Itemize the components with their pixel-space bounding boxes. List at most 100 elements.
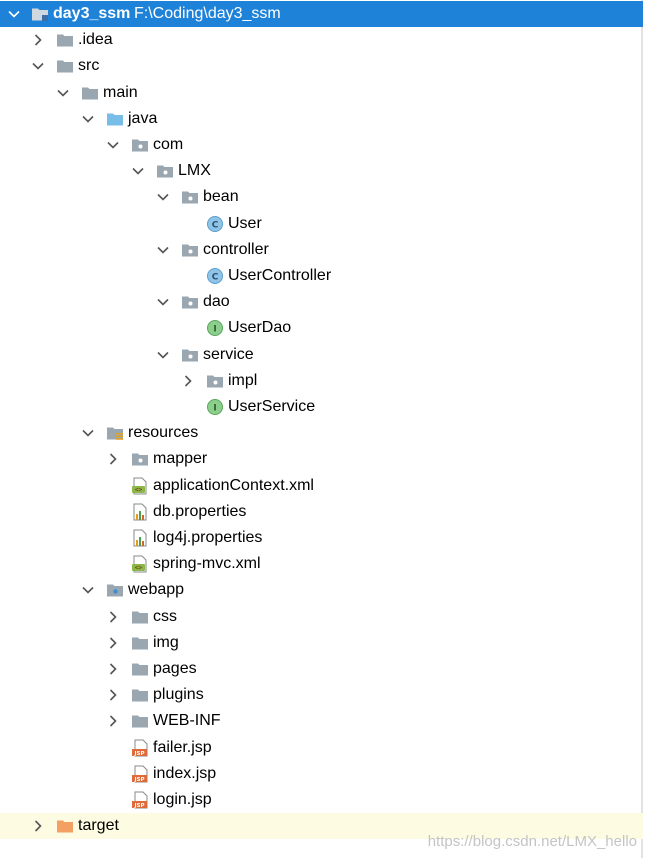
folder-icon xyxy=(131,686,149,704)
tree-node-login-jsp[interactable]: JSP login.jsp xyxy=(0,787,643,813)
source-folder-icon xyxy=(106,110,124,128)
package-icon xyxy=(131,136,149,154)
svg-text:JSP: JSP xyxy=(133,750,144,756)
chevron-right-icon[interactable] xyxy=(105,713,121,729)
tree-node-pages[interactable]: pages xyxy=(0,656,643,682)
tree-node-bean[interactable]: bean xyxy=(0,184,643,210)
tree-node-impl[interactable]: impl xyxy=(0,368,643,394)
chevron-down-icon[interactable] xyxy=(80,111,96,127)
tree-node-label: controller xyxy=(203,240,269,258)
tree-node-userservice[interactable]: I UserService xyxy=(0,394,643,420)
chevron-down-icon[interactable] xyxy=(155,347,171,363)
tree-node-img[interactable]: img xyxy=(0,630,643,656)
chevron-down-icon[interactable] xyxy=(80,582,96,598)
package-icon xyxy=(181,188,199,206)
tree-node-label: resources xyxy=(128,424,199,442)
tree-node-label: java xyxy=(128,109,158,127)
svg-text:I: I xyxy=(213,325,216,335)
tree-node-mapper[interactable]: mapper xyxy=(0,446,643,472)
tree-node-dao[interactable]: dao xyxy=(0,289,643,315)
tree-node-label: bean xyxy=(203,188,239,206)
tree-node-label: css xyxy=(153,607,177,625)
svg-text:I: I xyxy=(213,403,216,413)
chevron-down-icon[interactable] xyxy=(155,294,171,310)
tree-node-webapp[interactable]: webapp xyxy=(0,577,643,603)
tree-node-label: pages xyxy=(153,660,197,677)
tree-node-com[interactable]: com xyxy=(0,132,643,158)
chevron-right-icon[interactable] xyxy=(105,687,121,703)
folder-icon xyxy=(56,31,74,49)
tree-node-spring-mvc-xml[interactable]: <>spring-mvc.xml xyxy=(0,551,643,577)
tree-node-plugins[interactable]: plugins xyxy=(0,682,643,708)
chevron-down-icon[interactable] xyxy=(155,242,171,258)
tree-node-label: UserService xyxy=(228,398,316,415)
package-icon xyxy=(131,450,149,468)
tree-node-label: service xyxy=(203,345,254,363)
chevron-down-icon[interactable] xyxy=(6,6,22,22)
chevron-right-icon[interactable] xyxy=(105,609,121,625)
chevron-right-icon[interactable] xyxy=(30,818,46,834)
module-folder-icon xyxy=(31,5,49,23)
tree-node-label: db.properties xyxy=(153,502,247,520)
chevron-down-icon[interactable] xyxy=(30,58,46,74)
tree-node-label: src xyxy=(78,57,100,75)
tree-node-label: mapper xyxy=(153,450,208,468)
xml-file-icon: <> xyxy=(131,555,149,573)
tree-node-src[interactable]: src xyxy=(0,53,643,79)
svg-text:C: C xyxy=(212,220,219,230)
chevron-right-icon[interactable] xyxy=(105,661,121,677)
tree-node-web-inf[interactable]: WEB-INF xyxy=(0,708,643,734)
tree-node-db-properties[interactable]: db.properties xyxy=(0,499,643,525)
chevron-right-icon[interactable] xyxy=(105,451,121,467)
folder-icon xyxy=(131,712,149,730)
package-icon xyxy=(206,372,224,390)
tree-node-java[interactable]: java xyxy=(0,106,643,132)
folder-icon xyxy=(56,57,74,75)
package-icon xyxy=(156,162,174,180)
tree-node-service[interactable]: service xyxy=(0,342,643,368)
chevron-right-icon[interactable] xyxy=(180,373,196,389)
chevron-down-icon[interactable] xyxy=(105,137,121,153)
tree-node-idea[interactable]: .idea xyxy=(0,27,643,53)
project-path: F:\Coding\day3_ssm xyxy=(134,5,281,22)
resources-folder-icon xyxy=(106,424,124,442)
tree-node-label: LMX xyxy=(178,162,211,180)
tree-node-css[interactable]: css xyxy=(0,604,643,630)
tree-node-label: target xyxy=(78,817,119,835)
chevron-right-icon[interactable] xyxy=(105,635,121,651)
chevron-down-icon[interactable] xyxy=(155,189,171,205)
chevron-right-icon[interactable] xyxy=(30,32,46,48)
tree-node-label: dao xyxy=(203,293,230,311)
svg-text:JSP: JSP xyxy=(133,803,144,809)
svg-text:C: C xyxy=(212,272,219,282)
tree-node-resources[interactable]: resources xyxy=(0,420,643,446)
tree-node-label: login.jsp xyxy=(153,791,212,808)
class-icon: C xyxy=(206,215,224,233)
chevron-down-icon[interactable] xyxy=(55,85,71,101)
class-icon: C xyxy=(206,267,224,285)
svg-text:<>: <> xyxy=(135,565,143,572)
interface-icon: I xyxy=(206,398,224,416)
chevron-down-icon[interactable] xyxy=(130,163,146,179)
tree-node-label: day3_ssm xyxy=(53,5,131,22)
folder-icon xyxy=(131,608,149,626)
tree-node-main[interactable]: main xyxy=(0,80,643,106)
package-icon xyxy=(181,241,199,259)
tree-node-label: main xyxy=(103,83,138,101)
watermark: https://blog.csdn.net/LMX_hello xyxy=(427,833,637,850)
jsp-file-icon: JSP xyxy=(131,739,149,757)
tree-node-lmx[interactable]: LMX xyxy=(0,158,643,184)
tree-node-applicationcontext-xml[interactable]: <>applicationContext.xml xyxy=(0,473,643,499)
chevron-down-icon[interactable] xyxy=(80,425,96,441)
tree-node-target[interactable]: target xyxy=(0,813,643,840)
tree-node-log4j-properties[interactable]: log4j.properties xyxy=(0,525,643,551)
tree-node-controller[interactable]: controller xyxy=(0,237,643,263)
folder-icon xyxy=(131,634,149,652)
